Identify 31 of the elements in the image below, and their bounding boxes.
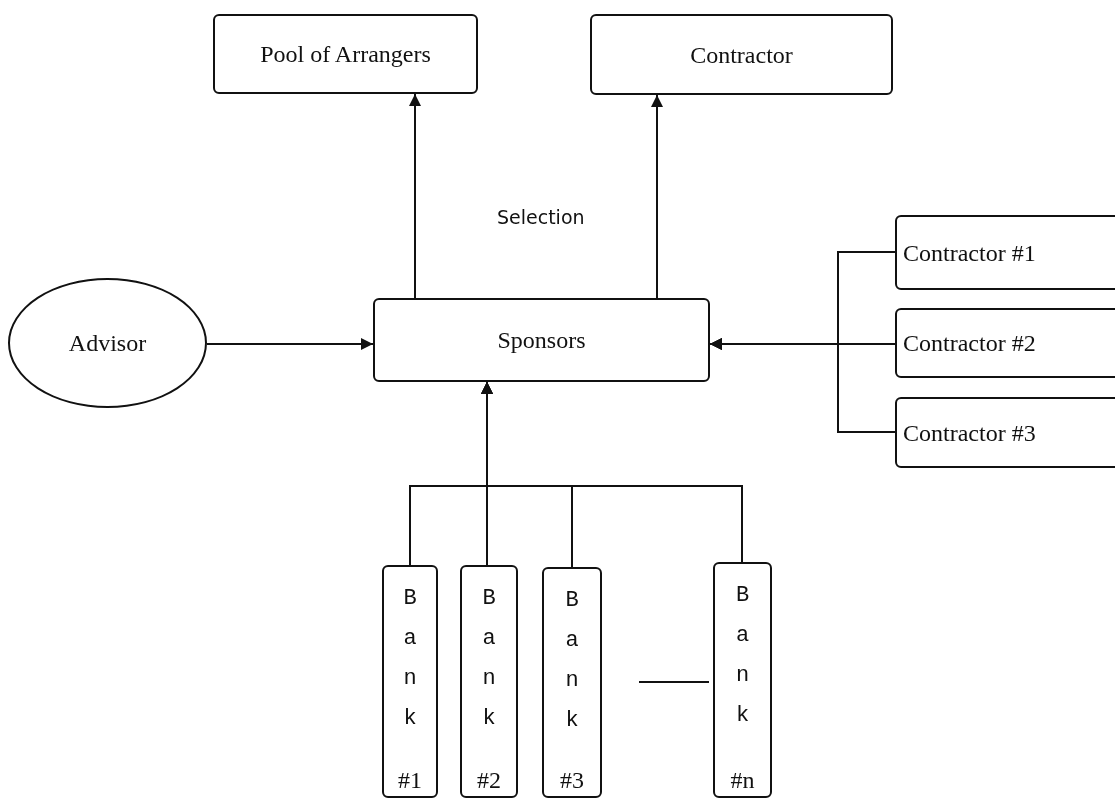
arrow [481,381,743,563]
node-label: Contractor #2 [903,331,1036,355]
vertical-box [460,565,518,798]
node-label: Bank [481,585,497,733]
node-label: #1 [398,768,422,792]
node-label: Sponsors [497,328,586,352]
node-label: Pool of Arrangers [260,42,431,66]
vertical-box [713,562,772,798]
annotation-label: Selection [497,206,585,228]
node-label: Contractor #1 [903,240,1036,265]
node-label: Contractor #3 [903,420,1036,445]
process-box [373,298,710,382]
node-label: #2 [477,768,501,792]
node-label: #3 [560,768,584,792]
node-label: #n [730,768,755,792]
arrow [409,93,421,299]
node-label: Bank [734,582,751,730]
arrow [651,94,663,299]
arrow [709,338,896,433]
process-box [895,215,1115,290]
process-box [213,14,478,94]
node-label: Contractor [690,42,793,67]
node-label: Advisor [68,331,147,355]
vertical-box [542,567,602,798]
arrow [206,338,374,350]
node-label: Bank [564,587,580,735]
process-box [590,14,893,95]
process-box [895,308,1115,378]
vertical-box [382,565,438,798]
node-label: Bank [402,585,418,733]
process-box [895,397,1115,468]
